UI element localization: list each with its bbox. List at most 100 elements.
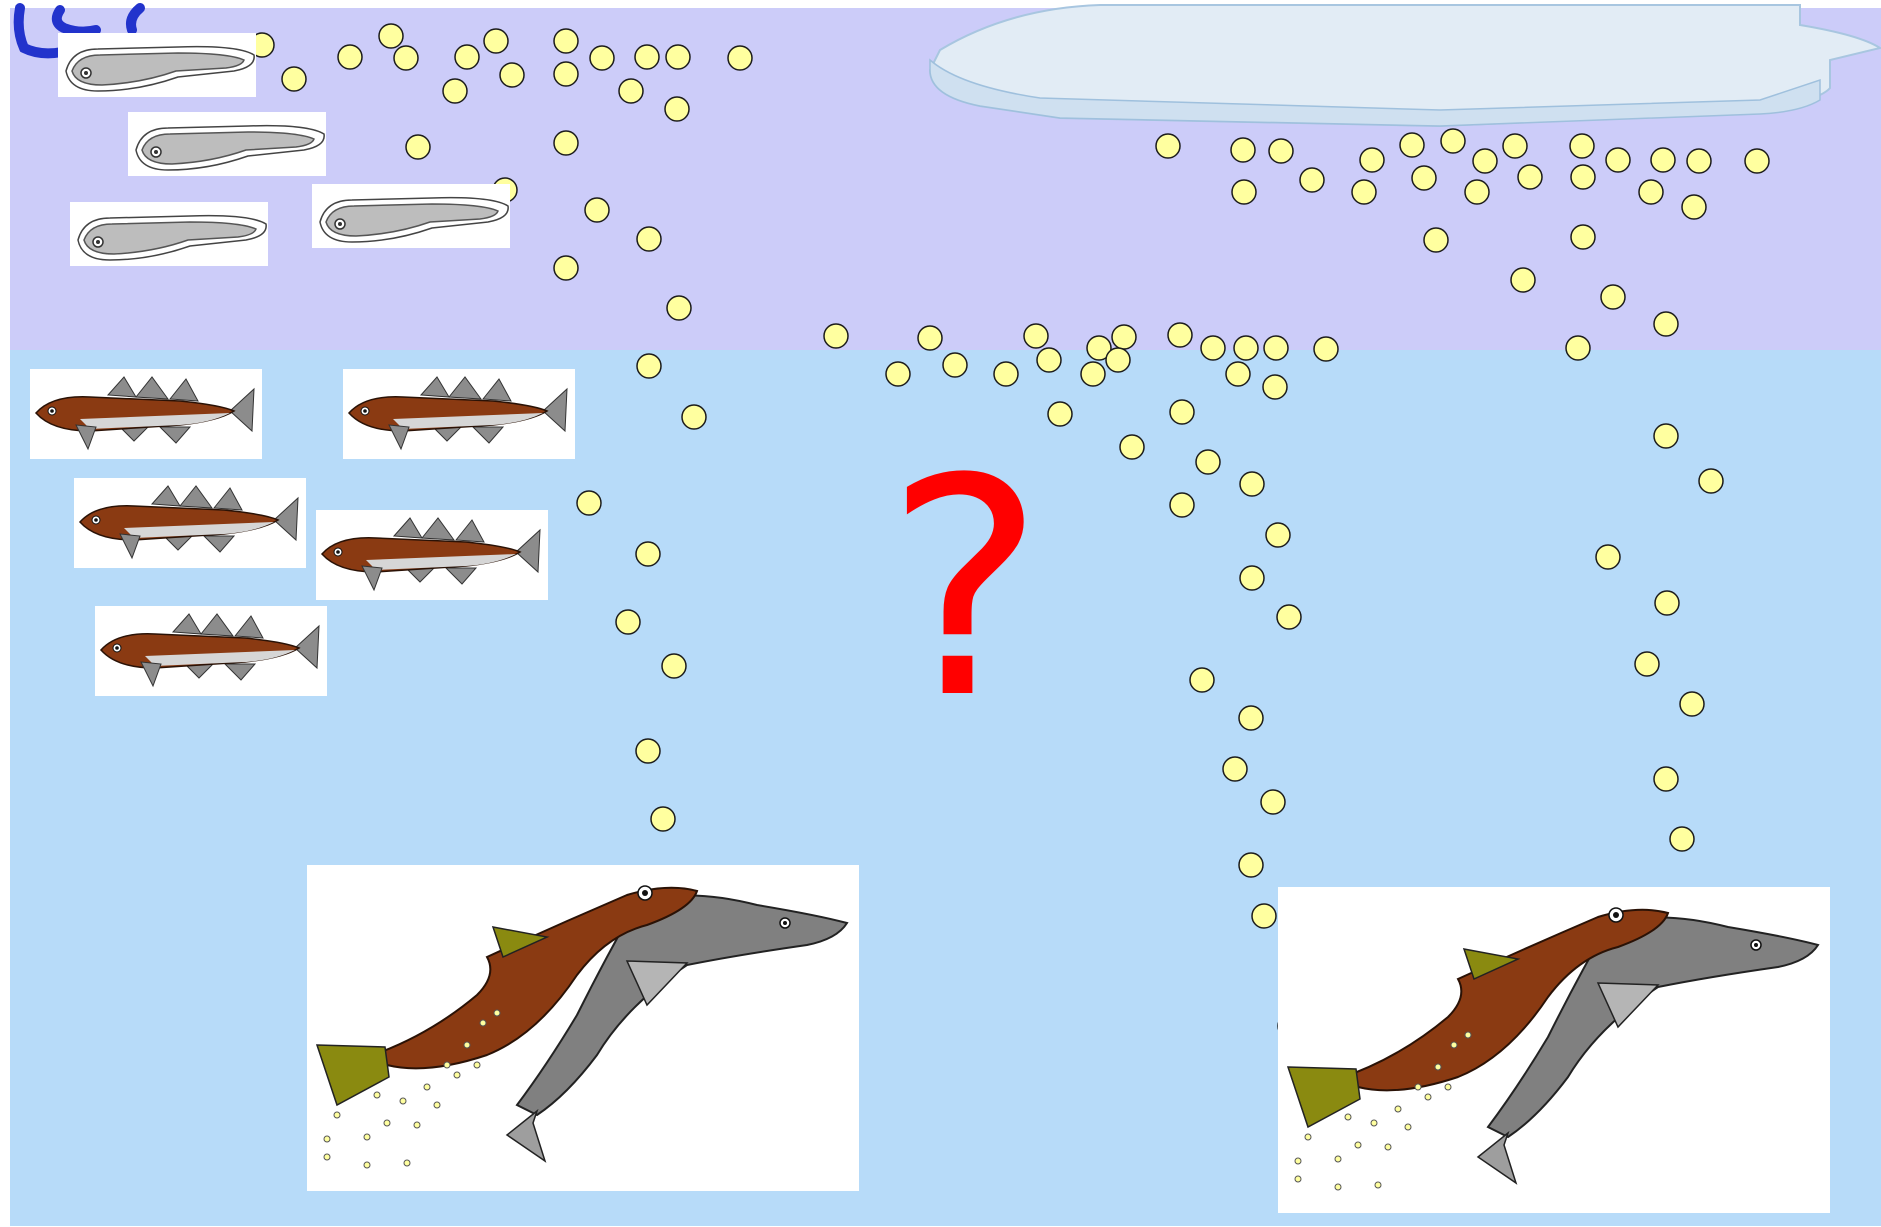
egg-icon — [1239, 471, 1265, 497]
egg-icon — [1238, 705, 1264, 731]
squiggle-decoration — [13, 3, 145, 59]
egg-icon — [1634, 651, 1660, 677]
egg-icon — [1698, 468, 1724, 494]
egg-icon — [1119, 434, 1145, 460]
egg-icon — [1565, 335, 1591, 361]
egg-icon — [1605, 147, 1631, 173]
egg-icon — [1260, 789, 1286, 815]
egg-icon — [1653, 423, 1679, 449]
egg-icon — [1313, 336, 1339, 362]
egg-icon — [1570, 224, 1596, 250]
egg-icon — [1351, 179, 1377, 205]
juvenile-cod-icon — [73, 477, 307, 569]
spawning-cod-pair-icon — [1277, 886, 1831, 1214]
egg-icon — [1502, 133, 1528, 159]
egg-icon — [1268, 138, 1294, 164]
juvenile-cod-icon — [29, 368, 263, 460]
egg-icon — [636, 353, 662, 379]
egg-icon — [1231, 179, 1257, 205]
egg-icon — [442, 78, 468, 104]
egg-icon — [727, 45, 753, 71]
upper-water-strip — [10, 280, 1881, 350]
egg-icon — [584, 197, 610, 223]
egg-icon — [1653, 311, 1679, 337]
egg-icon — [1472, 148, 1498, 174]
egg-icon — [1105, 347, 1131, 373]
egg-icon — [405, 134, 431, 160]
egg-icon — [1359, 147, 1385, 173]
juvenile-cod-icon — [94, 605, 328, 697]
egg-icon — [665, 44, 691, 70]
egg-icon — [1669, 826, 1695, 852]
egg-icon — [1111, 324, 1137, 350]
egg-icon — [1238, 852, 1264, 878]
egg-icon — [1225, 361, 1251, 387]
egg-icon — [823, 323, 849, 349]
egg-icon — [1411, 165, 1437, 191]
cod-larva-icon — [127, 111, 327, 177]
egg-icon — [1189, 667, 1215, 693]
egg-icon — [618, 78, 644, 104]
sea-ice-icon — [928, 4, 1881, 128]
egg-icon — [1239, 565, 1265, 591]
egg-icon — [337, 44, 363, 70]
egg-icon — [1464, 179, 1490, 205]
egg-icon — [553, 255, 579, 281]
egg-icon — [1654, 590, 1680, 616]
egg-icon — [393, 45, 419, 71]
egg-icon — [1638, 179, 1664, 205]
cod-larva-icon — [57, 32, 257, 98]
egg-icon — [553, 61, 579, 87]
egg-icon — [650, 806, 676, 832]
egg-icon — [1263, 335, 1289, 361]
egg-icon — [1251, 903, 1277, 929]
egg-icon — [499, 62, 525, 88]
egg-icon — [1423, 227, 1449, 253]
egg-icon — [1679, 691, 1705, 717]
egg-icon — [1650, 147, 1676, 173]
egg-icon — [454, 44, 480, 70]
egg-icon — [885, 361, 911, 387]
egg-icon — [553, 28, 579, 54]
egg-icon — [553, 130, 579, 156]
spawning-cod-pair-icon — [306, 864, 860, 1192]
egg-icon — [1167, 322, 1193, 348]
egg-icon — [589, 45, 615, 71]
cod-larva-icon — [311, 183, 511, 249]
egg-icon — [634, 44, 660, 70]
egg-icon — [1080, 361, 1106, 387]
egg-icon — [1299, 167, 1325, 193]
egg-icon — [681, 404, 707, 430]
egg-icon — [635, 738, 661, 764]
egg-icon — [1169, 492, 1195, 518]
egg-icon — [635, 541, 661, 567]
egg-icon — [1233, 335, 1259, 361]
egg-icon — [666, 295, 692, 321]
egg-icon — [1681, 194, 1707, 220]
egg-icon — [1569, 133, 1595, 159]
egg-icon — [917, 325, 943, 351]
egg-icon — [664, 96, 690, 122]
egg-icon — [1517, 164, 1543, 190]
egg-icon — [576, 490, 602, 516]
egg-icon — [1222, 756, 1248, 782]
egg-icon — [1086, 335, 1112, 361]
egg-icon — [1155, 133, 1181, 159]
egg-icon — [1169, 399, 1195, 425]
egg-icon — [1265, 522, 1291, 548]
egg-icon — [1195, 449, 1221, 475]
egg-icon — [1399, 132, 1425, 158]
egg-cluster — [249, 23, 1770, 1039]
egg-icon — [1047, 401, 1073, 427]
egg-icon — [1276, 604, 1302, 630]
egg-icon — [1744, 148, 1770, 174]
egg-icon — [1595, 544, 1621, 570]
question-mark: ? — [885, 415, 1045, 764]
egg-icon — [1440, 128, 1466, 154]
egg-icon — [661, 653, 687, 679]
egg-icon — [1262, 374, 1288, 400]
egg-icon — [1510, 267, 1536, 293]
egg-icon — [993, 361, 1019, 387]
egg-icon — [483, 28, 509, 54]
